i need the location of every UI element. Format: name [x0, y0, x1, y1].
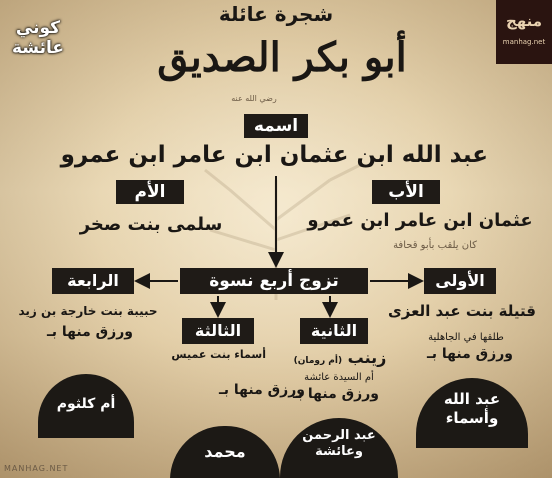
left-logo-text: كوني عائشة — [12, 18, 64, 58]
wife-3-name: أسماء بنت عميس — [171, 348, 266, 361]
wife-3-children-names: محمد — [204, 442, 246, 461]
wife-2-name-main: زينب — [347, 348, 387, 367]
wife-4-order: الرابعة — [52, 268, 134, 294]
wife-4-name: حبيبة بنت خارجة بن زيد — [18, 304, 158, 318]
wife-3-children-label: ورزق منها بـ — [218, 382, 305, 398]
wife-2-name-note: (أم رومان) — [293, 356, 343, 366]
mother-label: الأم — [116, 180, 184, 204]
footer-watermark: MANHAG.NET — [4, 464, 69, 473]
father-note: كان يلقب بأبو قحافة — [393, 240, 477, 251]
wife-1-name: قتيلة بنت عبد العزى — [388, 302, 536, 320]
honorific: رضي الله عنه — [231, 94, 277, 103]
wife-4-children-names: أم كلثوم — [56, 396, 116, 412]
wife-2-children: عبد الرحمن وعائشة — [280, 418, 398, 478]
wife-2-note: أم السيدة عائشة — [304, 372, 374, 383]
wife-2-children-names: عبد الرحمن وعائشة — [302, 428, 376, 459]
wife-1-children-names: عبد الله وأسماء — [443, 390, 501, 427]
wife-1-children-label: ورزق منها بـ — [426, 346, 513, 362]
father-label: الأب — [372, 180, 440, 204]
right-logo: منهج manhag.net — [496, 0, 552, 64]
father-name: عثمان ابن عامر ابن عمرو — [307, 210, 533, 231]
name-label: اسمه — [244, 114, 308, 138]
wife-1-order: الأولى — [424, 268, 496, 294]
wife-2-children-label: ورزق منها بـ — [292, 386, 379, 402]
wife-2-order: الثانية — [300, 318, 368, 344]
right-logo-text: منهج — [505, 12, 543, 30]
diagram-title: شجرة عائلة — [218, 2, 334, 26]
main-name: أبو بكر الصديق — [157, 34, 407, 81]
wife-1-note: طلقها في الجاهلية — [428, 332, 504, 343]
full-name: عبد الله ابن عثمان ابن عامر ابن عمرو — [60, 142, 488, 168]
marriages-label: تزوج أربع نسوة — [180, 268, 368, 294]
right-logo-url: manhag.net — [502, 38, 546, 46]
wife-4-children-label: ورزق منها بـ — [46, 324, 133, 340]
left-logo: كوني عائشة — [6, 2, 70, 64]
wife-2-name: زينب (أم رومان) — [290, 348, 390, 367]
mother-name: سلمى بنت صخر — [79, 214, 223, 235]
wife-1-children: عبد الله وأسماء — [416, 378, 528, 448]
wife-3-order: الثالثة — [182, 318, 254, 344]
